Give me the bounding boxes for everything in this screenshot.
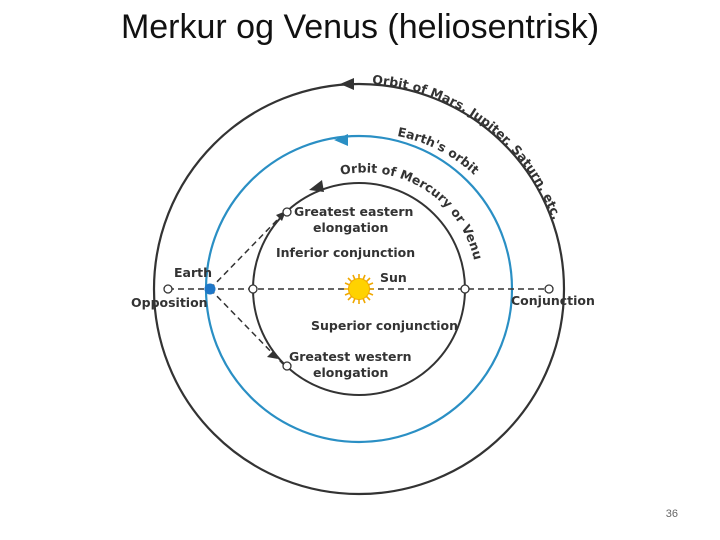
superior-conjunction-label: Superior conjunction bbox=[311, 318, 458, 333]
inner-orbit-arrow bbox=[309, 180, 324, 192]
earth-icon bbox=[205, 284, 216, 295]
inferior-conjunction-label: Inferior conjunction bbox=[276, 245, 415, 260]
earth-label: Earth bbox=[174, 265, 212, 280]
greatest-western-label-line2: elongation bbox=[313, 365, 388, 380]
outer-orbit-arrow bbox=[340, 78, 354, 90]
page-number: 36 bbox=[666, 508, 678, 520]
inferior-conjunction-marker bbox=[249, 285, 257, 293]
opposition-label: Opposition bbox=[131, 295, 208, 310]
greatest-eastern-label-line1: Greatest eastern bbox=[294, 204, 413, 219]
superior-conjunction-marker bbox=[461, 285, 469, 293]
outer-orbit-label: Orbit of Mars, Jupiter, Saturn, etc. bbox=[372, 72, 565, 222]
greatest-western-label-line1: Greatest western bbox=[289, 349, 412, 364]
conjunction-marker bbox=[545, 285, 553, 293]
greatest-eastern-marker bbox=[283, 208, 291, 216]
earth-orbit-arrow bbox=[334, 134, 348, 146]
greatest-eastern-label-line2: elongation bbox=[313, 220, 388, 235]
sun-icon bbox=[344, 274, 374, 304]
sun-label: Sun bbox=[380, 270, 407, 285]
conjunction-label: Conjunction bbox=[511, 293, 595, 308]
opposition-marker bbox=[164, 285, 172, 293]
